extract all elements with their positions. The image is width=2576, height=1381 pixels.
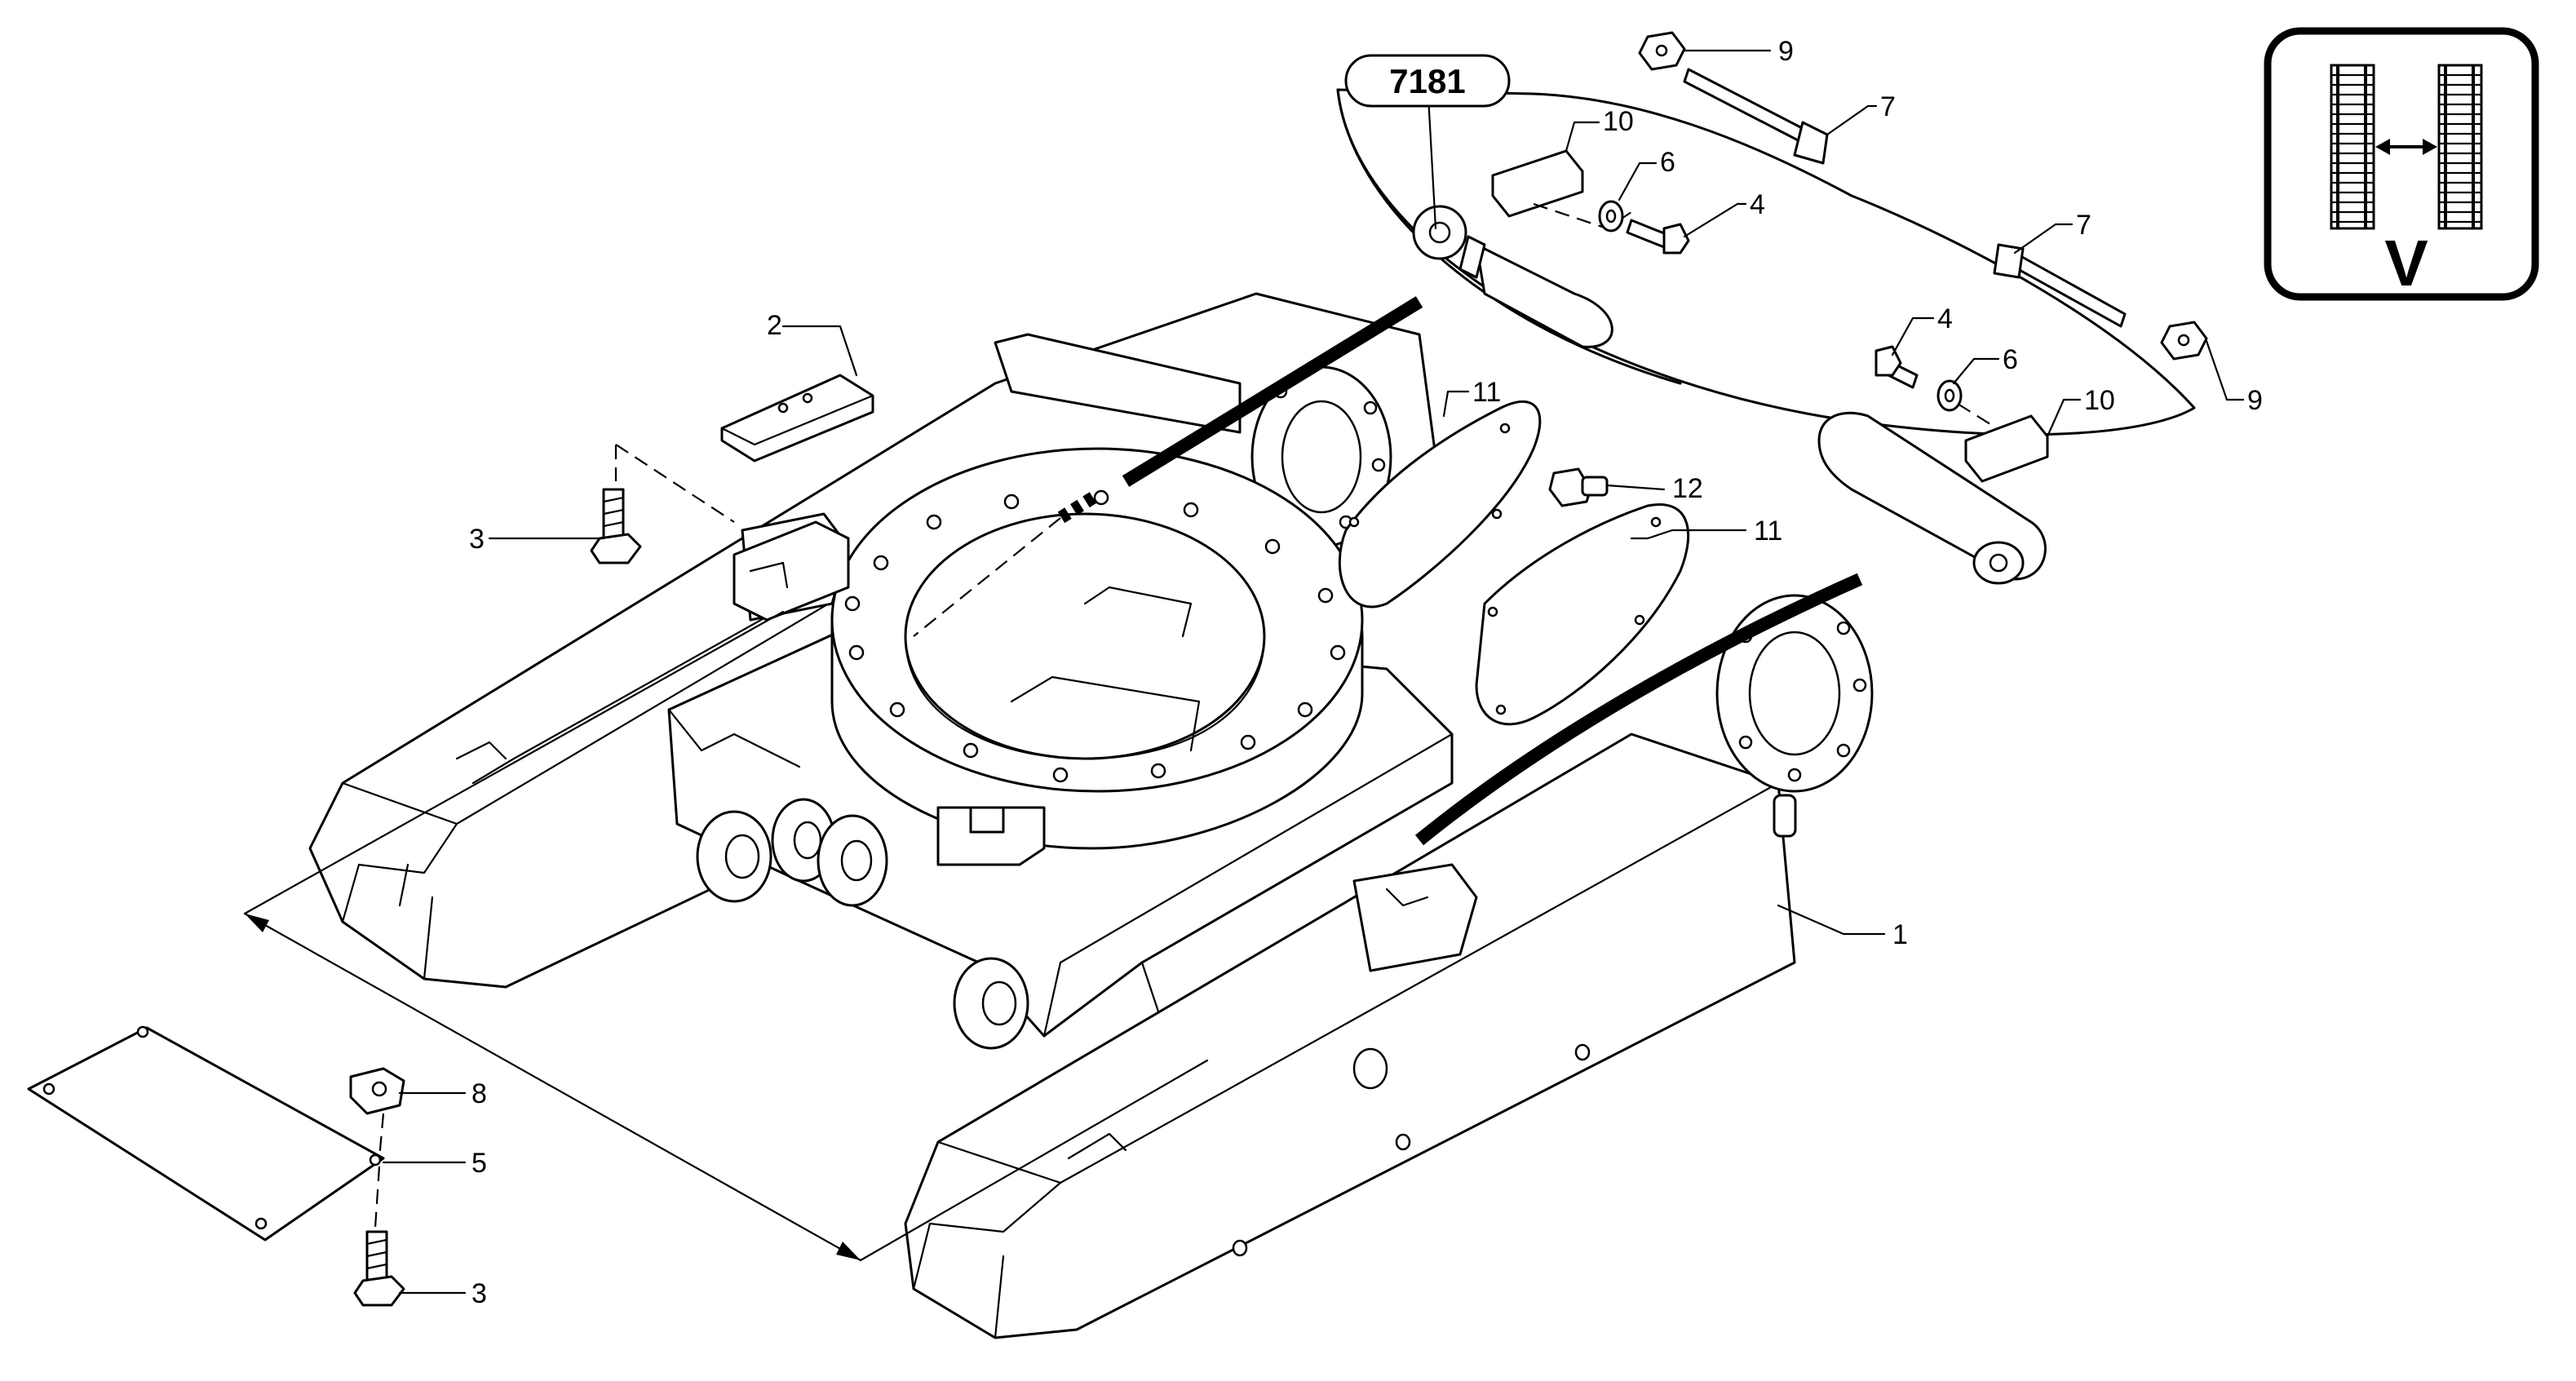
bolt-7b	[1993, 243, 2127, 328]
view-label: V	[2384, 227, 2428, 299]
callout-12: 12	[1672, 473, 1703, 504]
track-pattern-left	[2330, 64, 2375, 230]
washer-6a	[1598, 200, 1624, 232]
callout-1: 1	[1892, 919, 1908, 950]
callout-7-upper: 7	[1880, 91, 1896, 122]
track-pattern-right	[2437, 64, 2483, 230]
bolt-3-upper	[590, 444, 735, 564]
reference-tag-text: 7181	[1389, 62, 1465, 100]
leader-lines	[382, 49, 2245, 1295]
callout-3-upper: 3	[469, 524, 485, 555]
callout-9-upper: 9	[1778, 36, 1794, 67]
clamp-block	[733, 520, 850, 622]
track-width-dimension	[243, 610, 1209, 1262]
slewing-ring-mount	[830, 447, 1364, 866]
idler-cylinder-left	[1412, 205, 1613, 348]
right-side-beam	[904, 733, 1796, 1339]
cover-plate-5	[27, 1025, 385, 1242]
callout-6-upper: 6	[1660, 147, 1675, 178]
callout-4-upper: 4	[1750, 189, 1765, 220]
double-arrow-icon	[2375, 139, 2437, 155]
bolt-7a	[1683, 68, 1829, 165]
wear-pad-2	[720, 374, 874, 463]
cover-plate-11a	[1338, 400, 1542, 609]
callout-11-left: 11	[1472, 377, 1501, 408]
nut-9a	[1638, 31, 1686, 71]
screw-4b	[1874, 345, 1919, 389]
track-guide-lines	[913, 296, 1863, 846]
view-indicator-icon: V	[2264, 27, 2539, 301]
idler-cylinder-right	[1817, 411, 2047, 585]
front-lugs	[696, 798, 1029, 1050]
screw-4a	[1626, 219, 1690, 255]
callout-3-lower: 3	[471, 1278, 487, 1309]
undercarriage-frame	[308, 292, 1874, 1339]
callout-10-upper: 10	[1603, 106, 1634, 137]
bolt-3-lower	[353, 1166, 405, 1307]
reference-tag: 7181	[1344, 54, 1511, 108]
cover-plate-11b	[1475, 503, 1690, 726]
grease-fitting-12	[1548, 467, 1609, 507]
callout-6-lower: 6	[2003, 344, 2018, 375]
callouts: 1 2 3 8 5 3 9 7 10 6 4 7 4 6 10 9 11 11 …	[469, 36, 2263, 1309]
callout-7-lower: 7	[2076, 210, 2091, 241]
nut-9b	[2160, 321, 2208, 361]
callout-2: 2	[767, 310, 782, 341]
pin-10b	[1957, 403, 2049, 483]
cage-nut-8	[349, 1067, 405, 1159]
callout-10-lower: 10	[2084, 385, 2115, 416]
callout-5: 5	[471, 1148, 487, 1179]
callout-4-lower: 4	[1937, 303, 1953, 334]
callout-9-lower: 9	[2247, 385, 2263, 416]
washer-6b	[1936, 379, 1963, 412]
callout-8: 8	[471, 1078, 487, 1109]
callout-11-right: 11	[1754, 516, 1782, 547]
